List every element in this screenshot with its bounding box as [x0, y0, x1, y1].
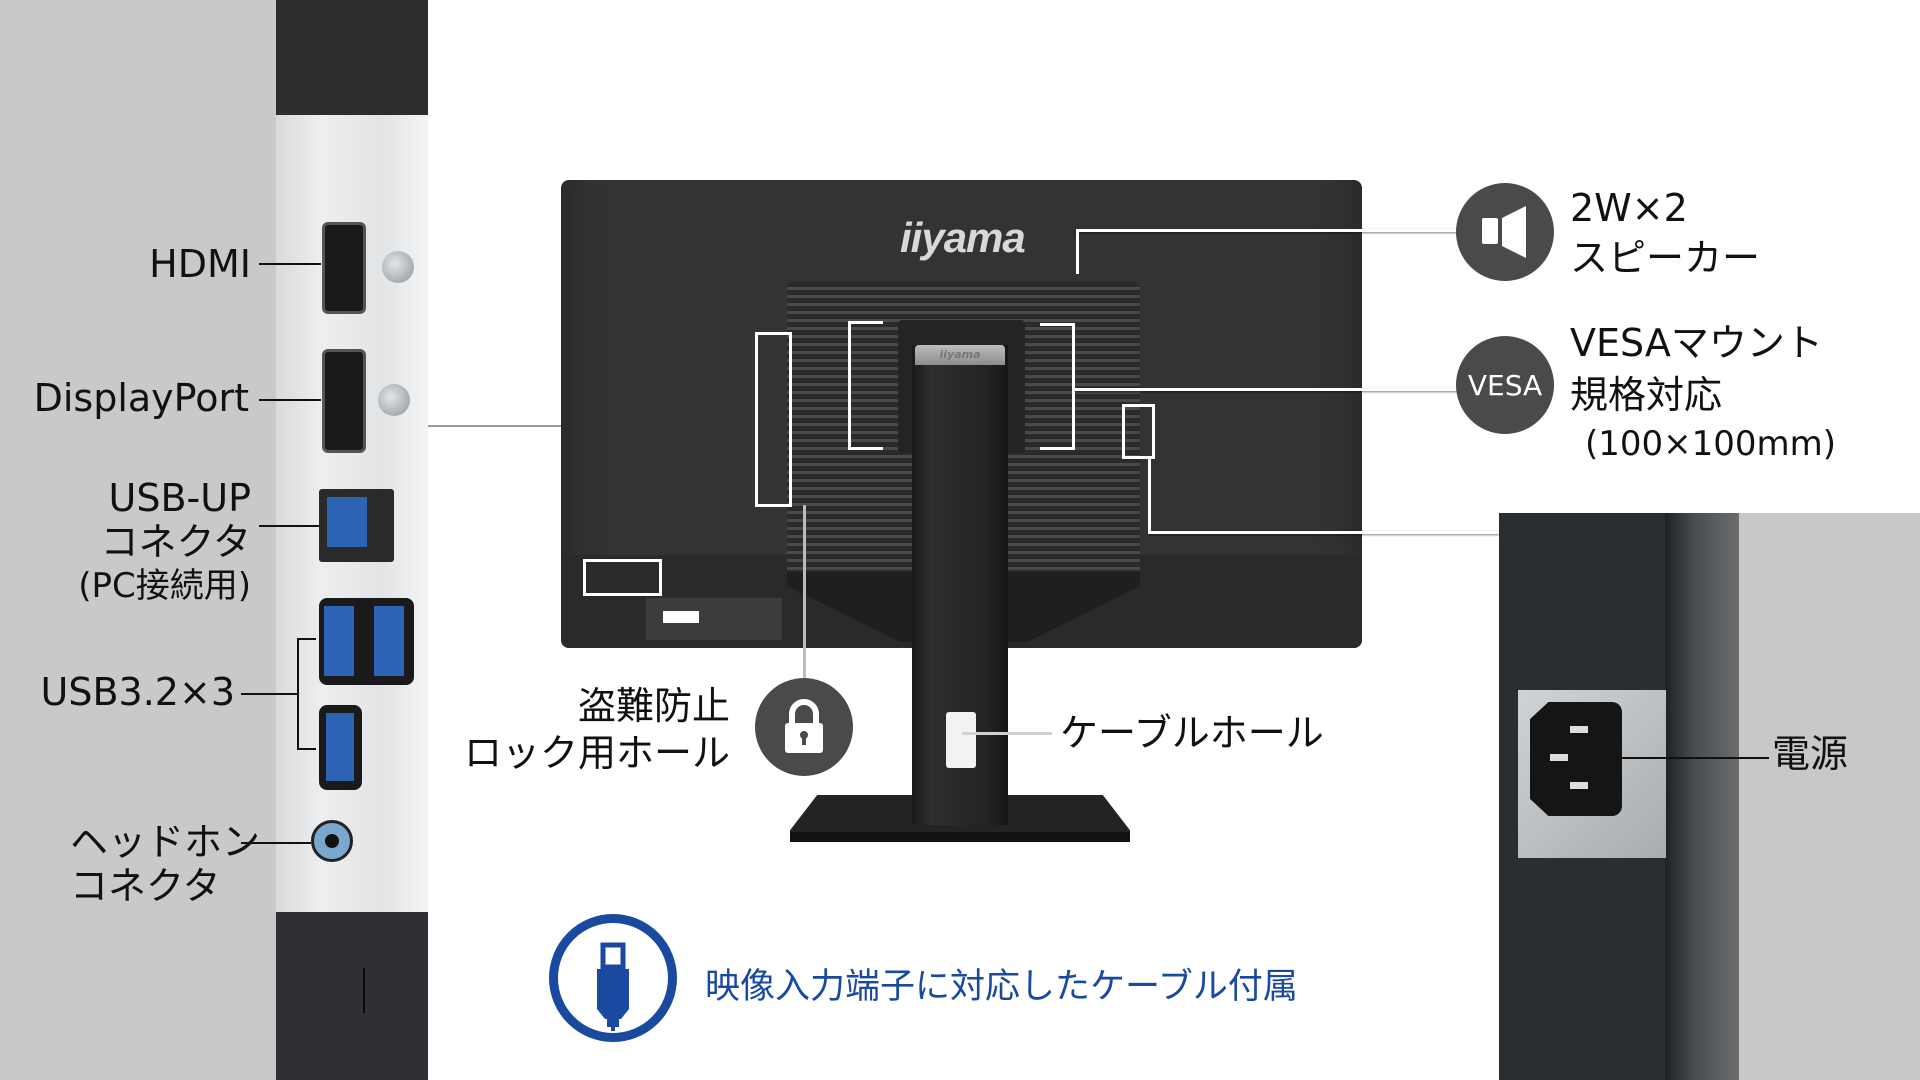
- product-label-barcode: [663, 611, 699, 623]
- leader-line-power: [1148, 531, 1499, 534]
- cable-connector-icon: [549, 914, 677, 1042]
- housing-seam: [363, 968, 365, 1013]
- label-usb-up-line2: コネクタ: [100, 520, 251, 564]
- label-vesa-line1: VESAマウント: [1570, 321, 1823, 365]
- leader-line-displayport: [259, 399, 321, 401]
- power-socket: [1530, 702, 1622, 816]
- right-panel-background: [1739, 513, 1920, 1080]
- brand-logo: iiyama: [900, 214, 1026, 261]
- leader-bracket-top: [297, 638, 316, 640]
- label-vesa-line2: 規格対応: [1570, 373, 1723, 417]
- leader-line-vesa: [1075, 388, 1459, 391]
- screw-icon: [378, 384, 410, 416]
- vesa-icon: VESA: [1456, 336, 1554, 434]
- highlight-speaker-area: [583, 559, 662, 596]
- screw-icon: [382, 251, 414, 283]
- label-speaker-line2: スピーカー: [1570, 236, 1761, 280]
- label-lock-line2: ロック用ホール: [463, 731, 730, 775]
- leader-line-speaker: [1076, 229, 1458, 232]
- label-hdmi: HDMI: [149, 242, 251, 286]
- usb-a-dual-port: [319, 598, 414, 685]
- highlight-vesa-right: [1040, 323, 1075, 450]
- label-lock-line1: 盗難防止: [577, 684, 730, 728]
- label-usb-up-line3: (PC接続用): [78, 566, 251, 606]
- leader-line-lock: [803, 505, 806, 685]
- leader-line-usb32: [241, 693, 298, 695]
- stand-neck-cap: iiyama: [915, 345, 1005, 365]
- speaker-icon: [1456, 183, 1554, 281]
- port-strip-bottom-housing: [276, 912, 428, 1080]
- label-headphone-line1: ヘッドホン: [70, 820, 261, 864]
- highlight-port-area: [755, 332, 792, 507]
- hdmi-port: [322, 222, 366, 314]
- label-headphone-line2: コネクタ: [70, 864, 221, 908]
- label-usb-up-line1: USB-UP: [108, 476, 251, 520]
- usb-a-single-port: [319, 705, 362, 790]
- leader-line-power-socket: [1621, 757, 1769, 759]
- lock-icon: [755, 678, 853, 776]
- vesa-icon-text: VESA: [1467, 368, 1543, 402]
- leader-line-cable-hole: [962, 732, 1052, 735]
- usb-b-port: [319, 489, 394, 562]
- side-panel-edge: [1665, 513, 1739, 1080]
- leader-line-hdmi: [259, 263, 321, 265]
- label-speaker-line1: 2W×2: [1570, 186, 1688, 230]
- highlight-vesa-left: [848, 321, 883, 450]
- leader-line-usb-up: [259, 525, 319, 527]
- headphone-jack: [311, 820, 353, 862]
- highlight-power-area: [1122, 404, 1155, 459]
- leader-line-speaker-drop: [1076, 229, 1079, 274]
- displayport-port: [322, 349, 366, 453]
- label-vesa-line3: (100×100mm): [1585, 424, 1837, 464]
- leader-line-headphone: [241, 842, 311, 844]
- leader-bracket-usb32: [297, 638, 299, 749]
- left-panel-background: [0, 0, 276, 1080]
- cable-hole: [946, 712, 976, 768]
- cable-included-text: 映像入力端子に対応したケーブル付属: [705, 967, 1298, 1007]
- stand-base-edge: [790, 832, 1130, 842]
- port-strip-top-housing: [276, 0, 428, 115]
- label-cable-hole: ケーブルホール: [1060, 711, 1324, 755]
- label-usb32: USB3.2×3: [40, 670, 235, 714]
- leader-line-power-drop: [1148, 459, 1151, 532]
- label-displayport: DisplayPort: [33, 376, 249, 420]
- leader-bracket-bottom: [297, 748, 316, 750]
- label-power: 電源: [1772, 732, 1849, 776]
